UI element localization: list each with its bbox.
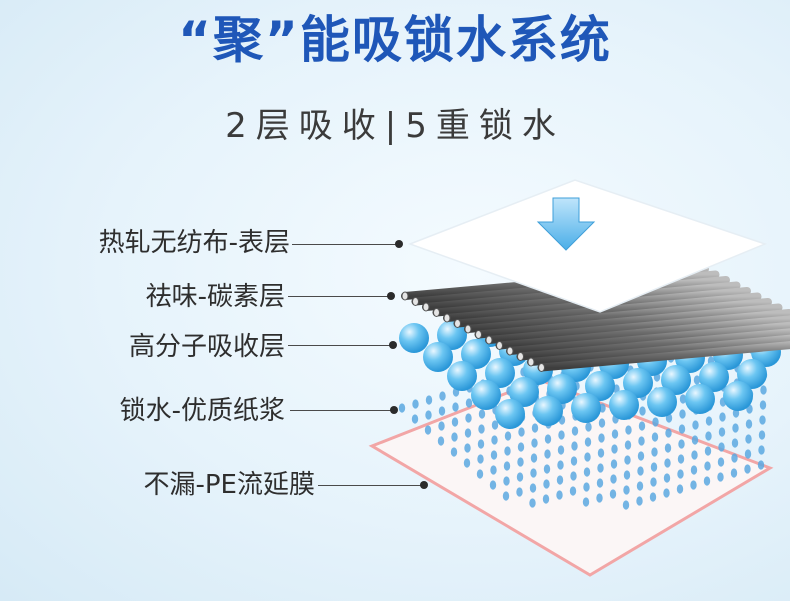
- leader-line-pe-film: [318, 485, 422, 486]
- layer-label-carbon: 祛味-碳素层: [40, 280, 285, 314]
- leader-dot-carbon: [387, 292, 395, 300]
- leader-dot-polymer: [389, 341, 397, 349]
- layer-label-polymer: 高分子吸收层: [40, 330, 285, 364]
- layer-label-pulp: 锁水-优质纸浆: [40, 394, 285, 428]
- leader-line-polymer: [288, 345, 392, 346]
- layer-label-nonwoven: 热轧无纺布-表层: [40, 226, 290, 260]
- leader-line-carbon: [288, 296, 390, 297]
- layer-label-pe-film: 不漏-PE流延膜: [40, 468, 315, 502]
- leader-line-pulp: [290, 410, 392, 411]
- leader-dot-pulp: [390, 406, 398, 414]
- leader-dot-nonwoven: [395, 240, 403, 248]
- leader-line-nonwoven: [292, 244, 398, 245]
- leader-dot-pe-film: [420, 481, 428, 489]
